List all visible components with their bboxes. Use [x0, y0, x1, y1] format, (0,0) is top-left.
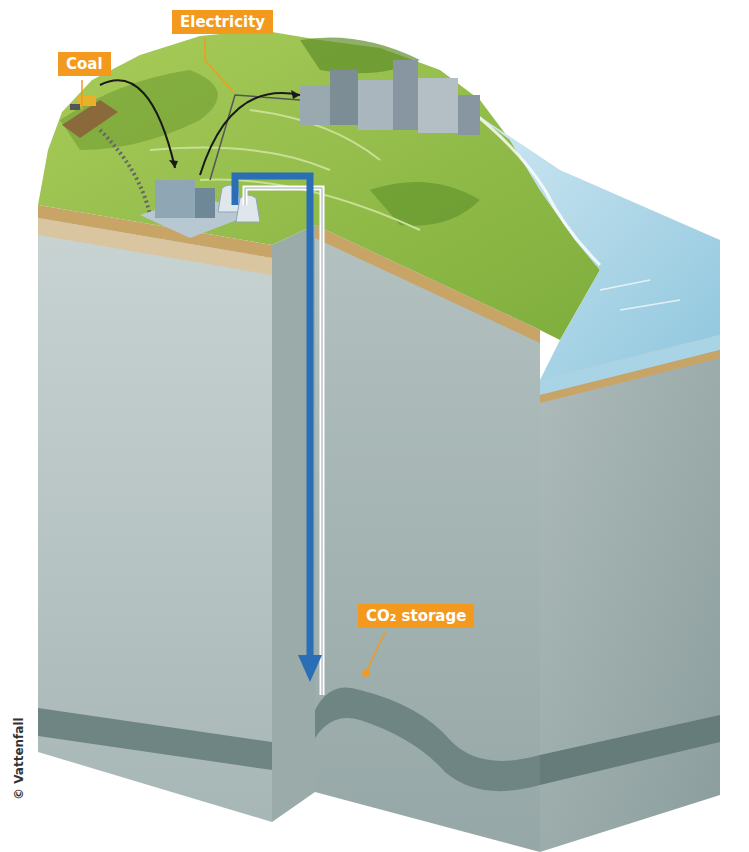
coal-mine [62, 96, 150, 215]
co2-pipe [235, 176, 322, 695]
transmission [100, 80, 300, 180]
callout-box: CO₂ storage [358, 604, 474, 628]
leader-lines [82, 38, 385, 676]
callout-text: CO₂ storage [366, 607, 466, 625]
copyright-note: © Vattenfall [12, 717, 26, 800]
callout-text: Electricity [180, 13, 265, 31]
rock-block [38, 205, 720, 852]
callout-box: Electricity [172, 10, 273, 34]
city [300, 60, 480, 135]
callout-text: Coal [66, 55, 103, 73]
callout-box: Coal [58, 52, 111, 76]
power-plant [140, 180, 260, 238]
